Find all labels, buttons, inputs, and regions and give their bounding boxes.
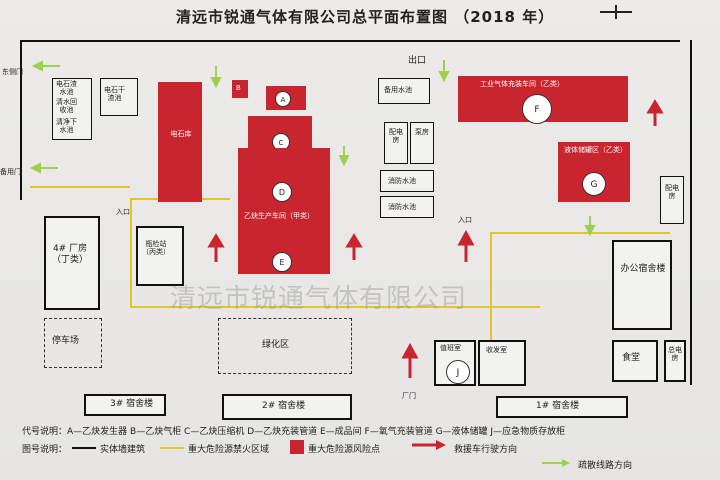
route-line — [490, 232, 670, 234]
office-dorm-label: 办公宿舍楼 — [620, 264, 666, 274]
fire-pool-2-label: 消防水池 — [388, 203, 416, 211]
legend-hazard-zone: 重大危险源禁火区域 — [188, 445, 270, 455]
plant-4 — [44, 216, 100, 310]
parking-area — [44, 318, 102, 368]
route-line — [490, 232, 492, 382]
west-wall — [20, 40, 22, 200]
reserve-pool-label: 备用水池 — [384, 86, 412, 94]
marker-a: A — [275, 91, 291, 107]
reserve-pool — [378, 78, 430, 104]
receiving-room-label: 收发室 — [486, 346, 507, 354]
legend-hazard-zone-swatch — [160, 447, 184, 449]
legend-evac: 疏散线路方向 — [578, 461, 633, 471]
green-area-label: 绿化区 — [262, 340, 290, 350]
east-side-gate-label: 东侧门 — [2, 68, 23, 76]
carbide-store-zone — [158, 82, 202, 202]
gas-holder-b — [232, 80, 248, 98]
carbide-store-label: 电石库 — [170, 130, 192, 138]
carbide-dry-pool-label: 电石干渣池 — [104, 86, 125, 103]
fire-pool-1 — [380, 170, 434, 192]
right-distribution-room — [660, 176, 684, 224]
electrolyte-pool: 电石渣水池 — [56, 80, 77, 97]
carbide-dry-pool — [100, 78, 138, 116]
right-distribution-label: 配电房 — [665, 184, 679, 201]
pump-room — [410, 122, 434, 164]
exit-label: 出口 — [408, 56, 427, 66]
marker-b-label: B — [236, 84, 241, 92]
marker-g: G — [582, 172, 606, 196]
legend-title: 图号说明： — [22, 445, 68, 455]
dorm-2 — [222, 394, 352, 420]
entrance-right-label: 入口 — [458, 216, 472, 224]
distribution-label: 配电房 — [389, 128, 403, 145]
dorm-2-label: 2# 宿舍楼 — [262, 401, 306, 411]
spare-gate-label: 备用门 — [0, 168, 21, 176]
parking-label: 停车场 — [52, 336, 80, 346]
north-arrow-icon — [600, 5, 632, 19]
distribution-room — [384, 122, 408, 164]
bottle-station — [136, 226, 184, 286]
dorm-3 — [84, 394, 166, 416]
canteen-label: 食堂 — [622, 353, 641, 363]
dorm-3-label: 3# 宿舍楼 — [110, 399, 154, 409]
clean-sub-pool: 清净下水池 — [56, 118, 77, 135]
main-power-room — [664, 340, 686, 382]
page-title: 清远市锐通气体有限公司总平面布置图 （2018 年） — [176, 8, 555, 26]
main-gate-label: 厂门 — [402, 392, 416, 400]
legend-hazard-point-swatch — [290, 440, 304, 454]
legend-evac-arrow-icon — [542, 459, 570, 467]
east-wall — [690, 40, 692, 385]
marker-j: J — [446, 360, 470, 384]
route-line — [130, 306, 540, 308]
pump-label: 泵房 — [415, 128, 429, 136]
entrance-left-label: 入口 — [116, 208, 130, 216]
pool-group — [52, 78, 92, 140]
route-line — [30, 186, 130, 188]
legend-codes: 代号说明：A—乙炔发生器 B—乙炔气柜 C—乙炔压缩机 D—乙炔充装管道 E—成… — [22, 427, 566, 437]
watermark-text: 清远市锐通气体有限公司 — [170, 284, 468, 314]
marker-f: F — [522, 94, 552, 124]
plant-4-label: 4# 厂房（丁类） — [52, 244, 89, 265]
clear-water-pool: 清水回收池 — [56, 98, 77, 115]
acetylene-workshop-label: 乙炔生产车间（甲类） — [244, 212, 314, 220]
dorm-1 — [496, 396, 628, 418]
receiving-room — [478, 340, 526, 386]
legend-wall: 实体墙建筑 — [100, 445, 146, 455]
green-area — [218, 318, 352, 374]
legend-rescue-arrow-icon — [412, 440, 446, 450]
main-power-label: 总电房 — [668, 346, 682, 363]
marker-d: D — [272, 182, 292, 202]
route-line — [130, 198, 132, 308]
fire-pool-2 — [380, 196, 434, 218]
office-dorm — [612, 240, 672, 330]
legend-hazard-point: 重大危险源风险点 — [308, 445, 381, 455]
bottle-station-label: 瓶检站（丙类） — [142, 240, 170, 257]
north-wall — [20, 40, 680, 42]
liquid-tank-label: 液体储罐区（乙类） — [564, 146, 627, 154]
duty-room-label: 值班室 — [440, 344, 461, 352]
legend-rescue: 救援车行驶方向 — [454, 445, 518, 455]
legend-wall-swatch — [72, 447, 96, 449]
dorm-1-label: 1# 宿舍楼 — [536, 401, 580, 411]
industrial-workshop-label: 工业气体充装车间（乙类） — [480, 80, 564, 88]
fire-pool-1-label: 消防水池 — [388, 177, 416, 185]
marker-e: E — [272, 252, 292, 272]
canteen — [612, 340, 658, 382]
